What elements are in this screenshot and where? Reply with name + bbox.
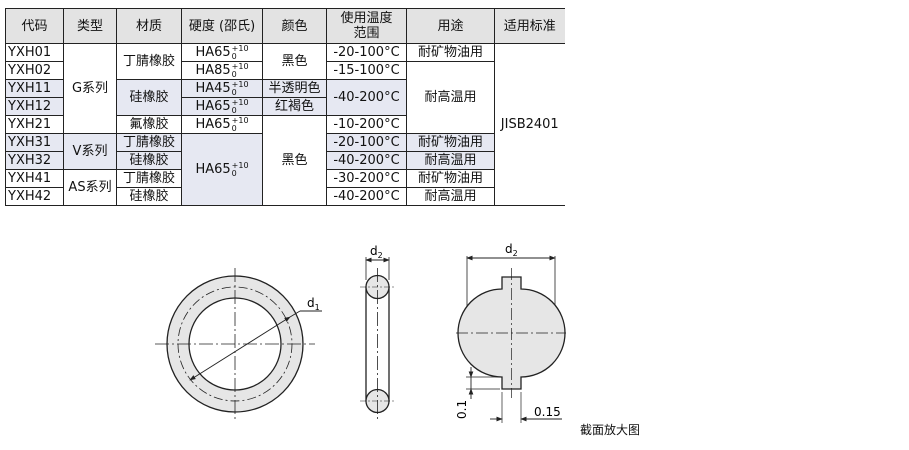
d2-label-section: d2 [505, 242, 518, 258]
use-cell: 耐高温用 [406, 187, 495, 206]
code-cell: YXH32 [5, 151, 64, 170]
section-caption: 截面放大图 [580, 423, 641, 437]
header-row: 代码 类型 材质 硬度 (邵氏) 颜色 使用温度范围 用途 适用标准 [5, 8, 565, 44]
d1-label: d1 [307, 296, 320, 312]
tolerance-upper: +10 [231, 61, 249, 71]
use-cell: 耐矿物油用 [406, 169, 495, 188]
header-temp-label: 使用温度范围 [340, 11, 393, 41]
hardness-base: HA45 [195, 80, 231, 96]
dim-0.1-label: 0.1 [455, 400, 469, 419]
color-cell: 黑色 [262, 115, 327, 206]
d2-subscript: 2 [378, 251, 383, 260]
cross-section-view: d2 0.1 0.15 [455, 242, 566, 423]
oring-side-view: d2 [360, 244, 395, 420]
standard-cell: JISB2401 [494, 43, 565, 206]
d2-letter: d [370, 244, 378, 258]
d1-subscript: 1 [315, 303, 320, 312]
header-temp: 使用温度范围 [326, 8, 407, 44]
dim-0.15-label: 0.15 [534, 405, 561, 419]
type-cell: V系列 [63, 133, 117, 170]
header-color: 颜色 [262, 8, 327, 44]
material-cell: 硅橡胶 [116, 187, 182, 206]
tolerance-lower: 0 [231, 51, 237, 61]
material-cell: 丁腈橡胶 [116, 133, 182, 152]
d2-letter: d [505, 242, 513, 256]
code-cell: YXH42 [5, 187, 64, 206]
code-cell: YXH01 [5, 43, 64, 62]
code-cell: YXH31 [5, 133, 64, 152]
code-cell: YXH12 [5, 97, 64, 116]
hardness-base: HA65 [195, 116, 231, 132]
hardness-base: HA65 [195, 98, 231, 114]
temp-cell: -15-100°C [326, 61, 407, 80]
hardness-base: HA65 [195, 44, 231, 60]
d1-letter: d [307, 296, 315, 310]
material-cell: 丁腈橡胶 [116, 169, 182, 188]
use-cell: 耐高温用 [406, 151, 495, 170]
spec-table: 代码 类型 材质 硬度 (邵氏) 颜色 使用温度范围 用途 适用标准 YXH01… [5, 8, 565, 206]
d2-subscript: 2 [513, 249, 518, 258]
table-row: YXH32 硅橡胶 -40-200°C 耐高温用 [5, 151, 565, 170]
temp-cell: -10-200°C [326, 115, 407, 134]
tolerance-lower: 0 [231, 87, 237, 97]
tolerance-upper: +10 [231, 97, 249, 107]
hardness-base: HA65 [195, 161, 231, 177]
tolerance-upper: +10 [231, 160, 249, 170]
table-row: YXH41 AS系列 丁腈橡胶 -30-200°C 耐矿物油用 [5, 169, 565, 206]
tolerance-lower: 0 [231, 69, 237, 79]
material-cell: 丁腈橡胶 [116, 43, 182, 80]
tolerance-upper: +10 [231, 79, 249, 89]
temp-cell: -40-200°C [326, 79, 407, 116]
tolerance-lower: 0 [231, 168, 237, 178]
type-cell: G系列 [63, 43, 117, 134]
d2-label-side: d2 [370, 244, 383, 260]
use-cell: 耐高温用 [406, 61, 495, 134]
tolerance-upper: +10 [231, 115, 249, 125]
tolerance-upper: +10 [231, 43, 249, 53]
d1-dimension-line [189, 316, 291, 381]
oring-front-view: d1 [155, 268, 322, 420]
header-code: 代码 [5, 8, 64, 44]
temp-cell: -40-200°C [326, 187, 407, 206]
use-cell: 耐矿物油用 [406, 43, 495, 62]
temp-cell: -40-200°C [326, 151, 407, 170]
tolerance-lower: 0 [231, 105, 237, 115]
header-use: 用途 [406, 8, 495, 44]
code-cell: YXH11 [5, 79, 64, 98]
tolerance-lower: 0 [231, 123, 237, 133]
type-cell: AS系列 [63, 169, 117, 206]
hardness-base: HA85 [195, 62, 231, 78]
table-row: YXH42 硅橡胶 -40-200°C 耐高温用 [5, 187, 565, 206]
